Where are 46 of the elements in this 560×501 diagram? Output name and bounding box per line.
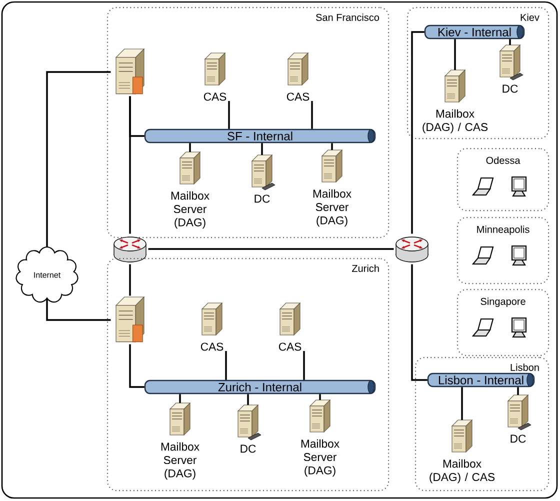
site-box: Minneapolis [457, 217, 550, 284]
connector-line [129, 264, 131, 296]
connector-line [331, 143, 333, 150]
connector-line [461, 387, 463, 420]
connector-line [179, 394, 181, 403]
connector-line [129, 344, 144, 388]
connector-line [411, 264, 428, 381]
server-label: DC [502, 84, 518, 93]
server-label: Mailbox (DAG) / CAS [422, 109, 488, 134]
router-icon [396, 236, 428, 262]
connector-line [247, 394, 249, 405]
connector-line [189, 143, 191, 152]
connector-line [454, 39, 456, 70]
server-label: DC [510, 434, 526, 443]
router-icon [114, 236, 146, 262]
connector-line [228, 100, 230, 129]
network-bus: Kiev - Internal [424, 24, 525, 40]
network-bus: Lisbon - Internal [427, 372, 535, 388]
server-label: Mailbox Server (DAG) [301, 439, 340, 477]
server-label: CAS [200, 342, 224, 351]
connector-line [148, 248, 394, 250]
server-label: DC [240, 444, 256, 453]
server-label: Mailbox Server (DAG) [313, 189, 352, 227]
connector-line [46, 299, 111, 321]
server-label: CAS [278, 342, 302, 351]
connector-line [129, 96, 144, 137]
connector-line [517, 387, 519, 395]
server-label: CAS [204, 92, 226, 101]
connector-line [509, 39, 511, 45]
network-bus: SF - Internal [144, 128, 376, 144]
site-box: Odessa [457, 148, 550, 212]
connector-line [261, 143, 263, 155]
connector-line [311, 100, 313, 129]
connector-line [46, 71, 111, 246]
server-label: Mailbox Server (DAG) [171, 191, 210, 229]
server-label: Mailbox (DAG) / CAS [430, 459, 495, 484]
server-label: DC [254, 194, 270, 203]
network-bus: Zurich - Internal [144, 380, 376, 394]
connector-line [225, 350, 227, 380]
site-box: Singapore [457, 289, 550, 356]
connector-line [303, 350, 305, 380]
server-label: CAS [286, 92, 310, 101]
connector-line [319, 394, 321, 400]
connector-line [411, 31, 424, 234]
cloud: Internet [16, 246, 78, 303]
server-label: Mailbox Server (DAG) [161, 442, 200, 480]
